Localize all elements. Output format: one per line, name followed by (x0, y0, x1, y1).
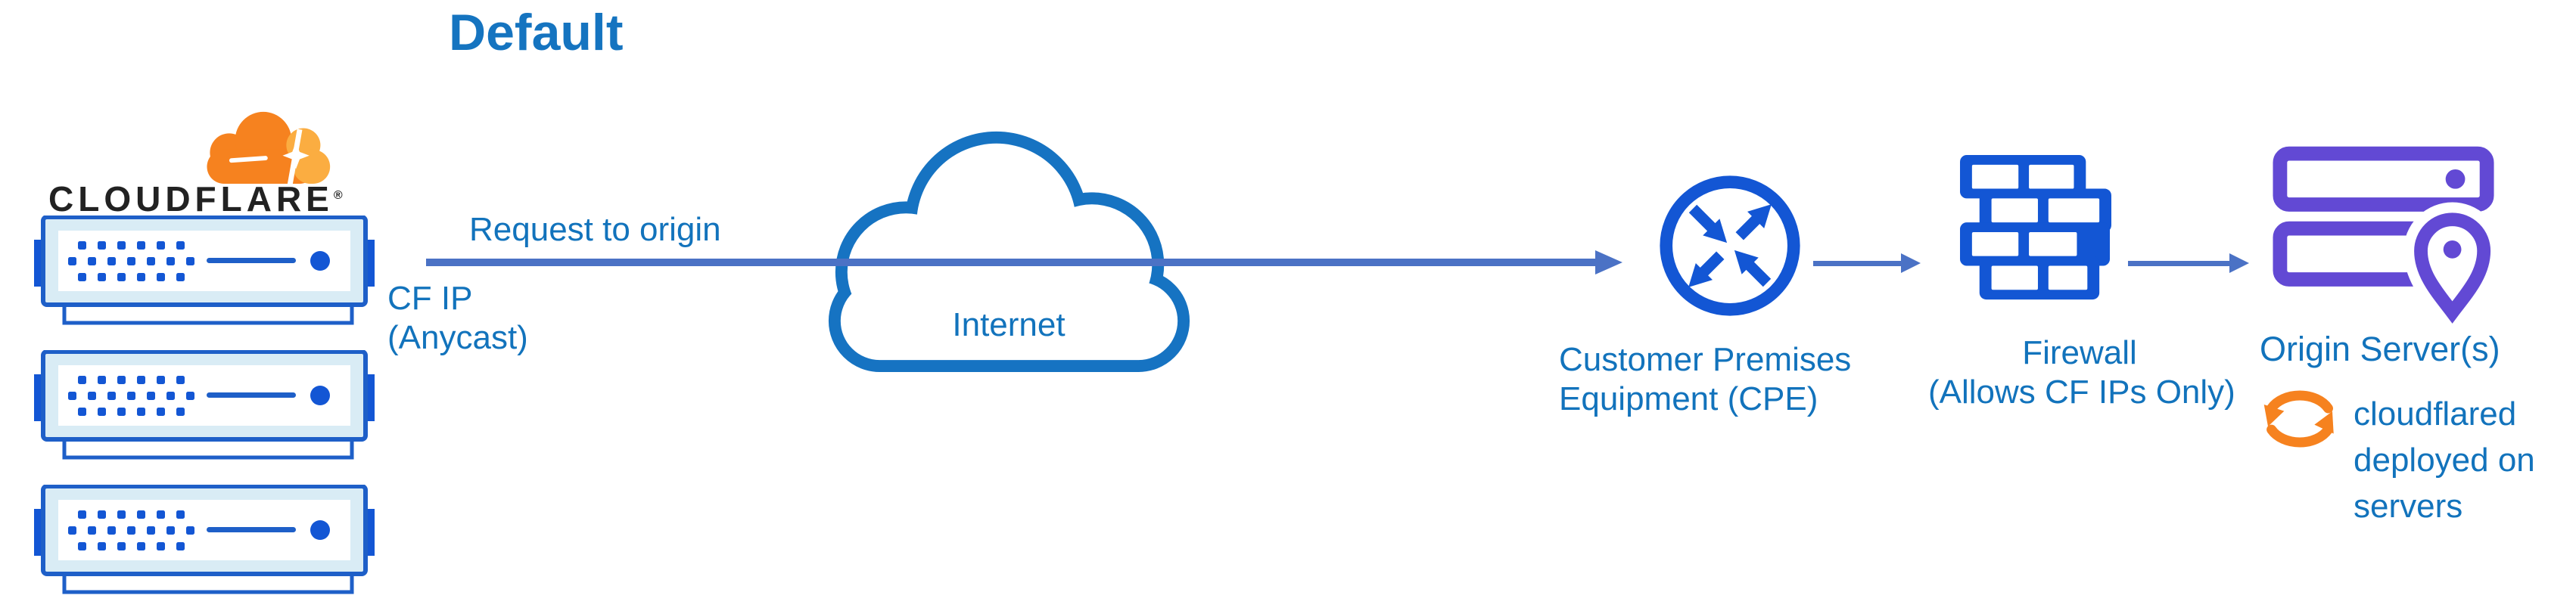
wordmark-text: CLOUDFLARE (48, 179, 334, 219)
sync-icon (2263, 390, 2337, 448)
cloudflared-note-line1: cloudflared (2354, 395, 2517, 433)
cloudflared-note-line3: servers (2354, 488, 2463, 525)
internet-cloud-icon (828, 131, 1190, 372)
cloudflare-wordmark: CLOUDFLARE® (48, 181, 343, 216)
cloudflared-note-line2: deployed on (2354, 442, 2535, 479)
cf-ip-anycast-label: CF IP (Anycast) (387, 279, 528, 358)
edge-server-icon (34, 485, 375, 597)
cloudflare-logo-icon (207, 111, 331, 185)
cf-ip-line2: (Anycast) (387, 319, 528, 356)
firewall-label-line2: (Allows CF IPs Only) (1928, 374, 2235, 411)
edge-server-icon (34, 350, 375, 462)
firewall-label-line1: Firewall (2022, 334, 2137, 371)
location-pin-icon (2403, 202, 2497, 334)
firewall-label: Firewall (Allows CF IPs Only) (1928, 333, 2235, 412)
cloudflared-note: cloudflared deployed on servers (2354, 391, 2535, 529)
internet-label: Internet (952, 306, 1066, 343)
cpe-router-icon (1660, 175, 1800, 316)
origin-servers-label: Origin Server(s) (2260, 330, 2500, 368)
request-arrow (426, 250, 1622, 274)
cpe-label-line2: Equipment (CPE) (1559, 380, 1818, 417)
cf-ip-line1: CF IP (387, 280, 473, 317)
firewall-to-origin-arrow (2128, 253, 2249, 273)
page-title: Default (449, 4, 624, 61)
request-to-origin-label: Request to origin (469, 211, 721, 248)
cpe-label-line1: Customer Premises (1559, 341, 1852, 378)
firewall-icon (1960, 155, 2111, 300)
edge-server-icon (34, 216, 375, 327)
cpe-label: Customer Premises Equipment (CPE) (1559, 340, 1851, 419)
origin-server-icon (2273, 146, 2497, 334)
cpe-to-firewall-arrow (1813, 253, 1921, 273)
registered-mark: ® (333, 189, 343, 202)
